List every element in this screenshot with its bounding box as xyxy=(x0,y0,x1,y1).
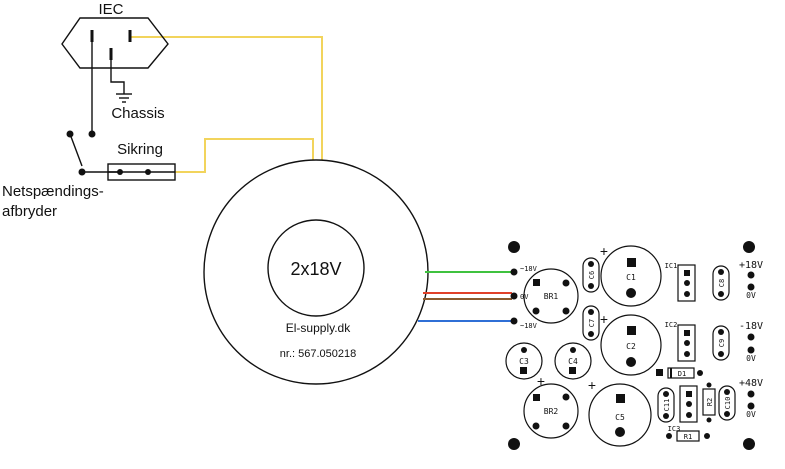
capacitor-c4: C4 + xyxy=(537,342,592,389)
switch-label-line1: Netspændings- xyxy=(2,183,104,200)
resistor-r1: R1 xyxy=(666,430,710,442)
mounting-hole xyxy=(743,438,755,450)
capacitor-c3: C3 xyxy=(505,342,543,380)
svg-text:C10: C10 xyxy=(724,397,732,410)
pcb-layout: ~18V 0V ~18V BR1 C6 C7 xyxy=(505,241,763,450)
transformer-brand: El-supply.dk xyxy=(286,321,351,335)
fuse: Sikring xyxy=(107,141,176,181)
capacitor-c2: C2 + xyxy=(600,311,662,376)
switch-lever xyxy=(69,133,83,167)
svg-text:C4: C4 xyxy=(568,357,578,366)
iec-outline xyxy=(61,17,169,69)
svg-text:+: + xyxy=(588,377,596,393)
svg-text:IC3: IC3 xyxy=(668,425,681,433)
bridge-rectifier-br1: BR1 xyxy=(523,268,579,324)
transformer-part-number: nr.: 567.050218 xyxy=(280,348,356,360)
output-label-0v-c: 0V xyxy=(746,410,756,419)
svg-text:+: + xyxy=(600,311,608,327)
capacitor-c1: C1 + xyxy=(600,243,662,307)
mounting-hole xyxy=(508,241,520,253)
capacitor-c11: C11 xyxy=(657,387,675,423)
wire-fuse-to-transformer xyxy=(175,138,314,173)
output-label-minus18v: -18V xyxy=(739,321,763,332)
svg-text:D1: D1 xyxy=(678,370,686,378)
output-label-plus18v: +18V xyxy=(739,260,763,271)
svg-text:IC1: IC1 xyxy=(665,262,678,270)
output-label-0v-b: 0V xyxy=(746,354,756,363)
resistor-r2: R2 xyxy=(702,382,716,423)
capacitor-c10: C10 xyxy=(718,385,736,421)
mounting-hole xyxy=(508,438,520,450)
output-pads: +18V 0V -18V 0V +48V 0V xyxy=(739,260,763,419)
svg-text:IC2: IC2 xyxy=(665,321,678,329)
ground-icon xyxy=(116,93,132,103)
mounting-hole xyxy=(743,241,755,253)
svg-text:C11: C11 xyxy=(663,399,671,412)
svg-text:C5: C5 xyxy=(615,413,625,422)
output-label-0v-a: 0V xyxy=(746,291,756,300)
wire-iec-to-transformer xyxy=(130,36,323,160)
svg-text:BR1: BR1 xyxy=(544,292,559,301)
svg-text:BR2: BR2 xyxy=(544,407,559,416)
svg-text:C1: C1 xyxy=(626,273,636,282)
iec-label: IEC xyxy=(98,1,123,18)
mains-wires xyxy=(130,36,323,173)
iec-connector: IEC Chassis xyxy=(61,1,169,132)
capacitor-c9: C9 xyxy=(712,325,730,361)
svg-text:+: + xyxy=(600,243,608,259)
bridge-rectifier-br2: BR2 xyxy=(523,383,579,439)
regulator-ic3: IC3 xyxy=(668,385,698,433)
input-label-18v-a: ~18V xyxy=(520,265,538,273)
transformer-rating: 2x18V xyxy=(290,259,341,279)
fuse-label: Sikring xyxy=(117,141,163,158)
svg-text:+: + xyxy=(537,373,545,389)
capacitor-c6: C6 xyxy=(582,257,600,293)
svg-text:C8: C8 xyxy=(718,279,726,287)
toroidal-transformer: 2x18V El-supply.dk nr.: 567.050218 xyxy=(203,159,429,385)
mains-switch: Netspændings- afbryder xyxy=(2,130,120,220)
regulator-ic1: IC1 xyxy=(665,262,696,302)
svg-text:C6: C6 xyxy=(588,271,596,279)
svg-text:C2: C2 xyxy=(626,342,636,351)
capacitor-c8: C8 xyxy=(712,265,730,301)
svg-text:R1: R1 xyxy=(684,433,692,441)
diode-d1: D1 xyxy=(656,367,703,379)
svg-text:R2: R2 xyxy=(706,398,714,406)
wire-iec-earth xyxy=(110,56,125,94)
input-label-18v-b: ~18V xyxy=(520,322,538,330)
chassis-label: Chassis xyxy=(111,105,164,122)
capacitor-c5: C5 + xyxy=(588,377,652,447)
regulator-ic2: IC2 xyxy=(665,321,696,362)
secondary-wires xyxy=(418,271,512,322)
transformer-core xyxy=(267,219,365,317)
capacitor-c7: C7 xyxy=(582,305,600,341)
switch-label-line2: afbryder xyxy=(2,203,57,220)
svg-text:C7: C7 xyxy=(588,319,596,327)
svg-text:C3: C3 xyxy=(519,357,529,366)
output-label-plus48v: +48V xyxy=(739,378,763,389)
svg-text:C9: C9 xyxy=(718,339,726,347)
